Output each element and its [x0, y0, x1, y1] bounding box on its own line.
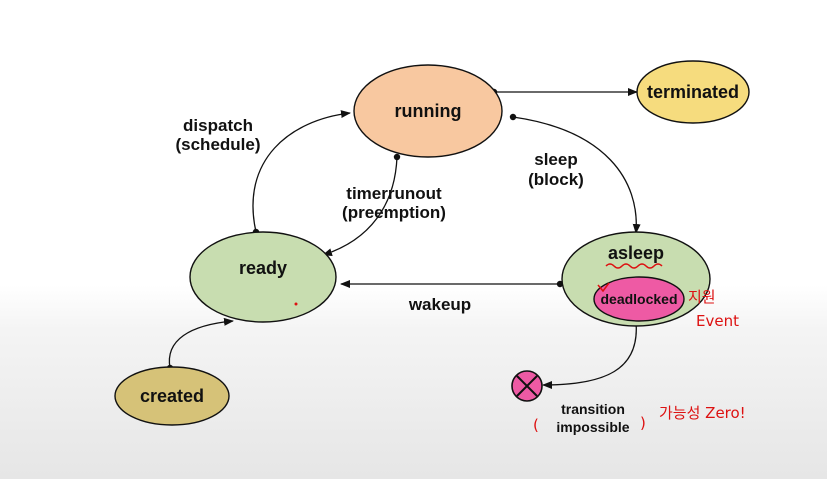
- transition-impossible-icon: [511, 370, 543, 402]
- check-mark: [597, 282, 610, 293]
- label-timerrunout: timerrunout: [346, 184, 442, 203]
- edge-timerrunout: [322, 156, 398, 257]
- note-impossible: 가능성 Zero!: [659, 404, 746, 422]
- edge-sleep: [512, 116, 641, 234]
- node-deadlocked: deadlocked: [593, 276, 685, 322]
- node-created: created: [114, 366, 230, 426]
- edge-sleep-start-dot: [509, 113, 517, 121]
- node-asleep-label: asleep: [608, 243, 664, 263]
- underline-squiggle: [605, 263, 663, 269]
- label-sleep: sleep: [534, 150, 577, 169]
- label-dispatch: dispatch: [183, 116, 253, 135]
- node-ready-shape: [189, 231, 337, 323]
- node-running-shape: [353, 64, 503, 158]
- node-ready-label: ready: [239, 258, 287, 278]
- node-ready: ready: [189, 231, 337, 323]
- label-preemption: (preemption): [342, 203, 446, 222]
- node-terminated-shape: [636, 60, 750, 124]
- node-terminated-label: terminated: [647, 82, 739, 102]
- label-wakeup: wakeup: [408, 295, 471, 314]
- label-schedule: (schedule): [175, 135, 260, 154]
- node-deadlocked-shape: [593, 276, 685, 322]
- node-deadlocked-label: deadlocked: [600, 291, 677, 307]
- edge-created-ready: [168, 317, 234, 369]
- note-deadlocked-2: Event: [696, 312, 739, 330]
- handwritten-annotations: 지원 Event ( ) 가능성 Zero!: [294, 263, 746, 434]
- node-terminated: terminated: [636, 60, 750, 124]
- paren-right: ): [640, 414, 646, 432]
- note-deadlocked-1: 지원: [688, 288, 716, 306]
- node-running: running: [353, 64, 503, 158]
- edge-dispatch: [252, 110, 351, 233]
- edge-timerrunout-start-dot: [393, 153, 401, 161]
- red-dot: [294, 302, 298, 306]
- node-created-shape: [114, 366, 230, 426]
- label-impossible: impossible: [556, 419, 629, 435]
- node-created-label: created: [140, 386, 204, 406]
- label-block: (block): [528, 170, 584, 189]
- paren-left: (: [533, 416, 539, 434]
- edge-deadlocked-impossible: [542, 321, 637, 389]
- label-transition: transition: [561, 401, 625, 417]
- node-running-label: running: [395, 101, 462, 121]
